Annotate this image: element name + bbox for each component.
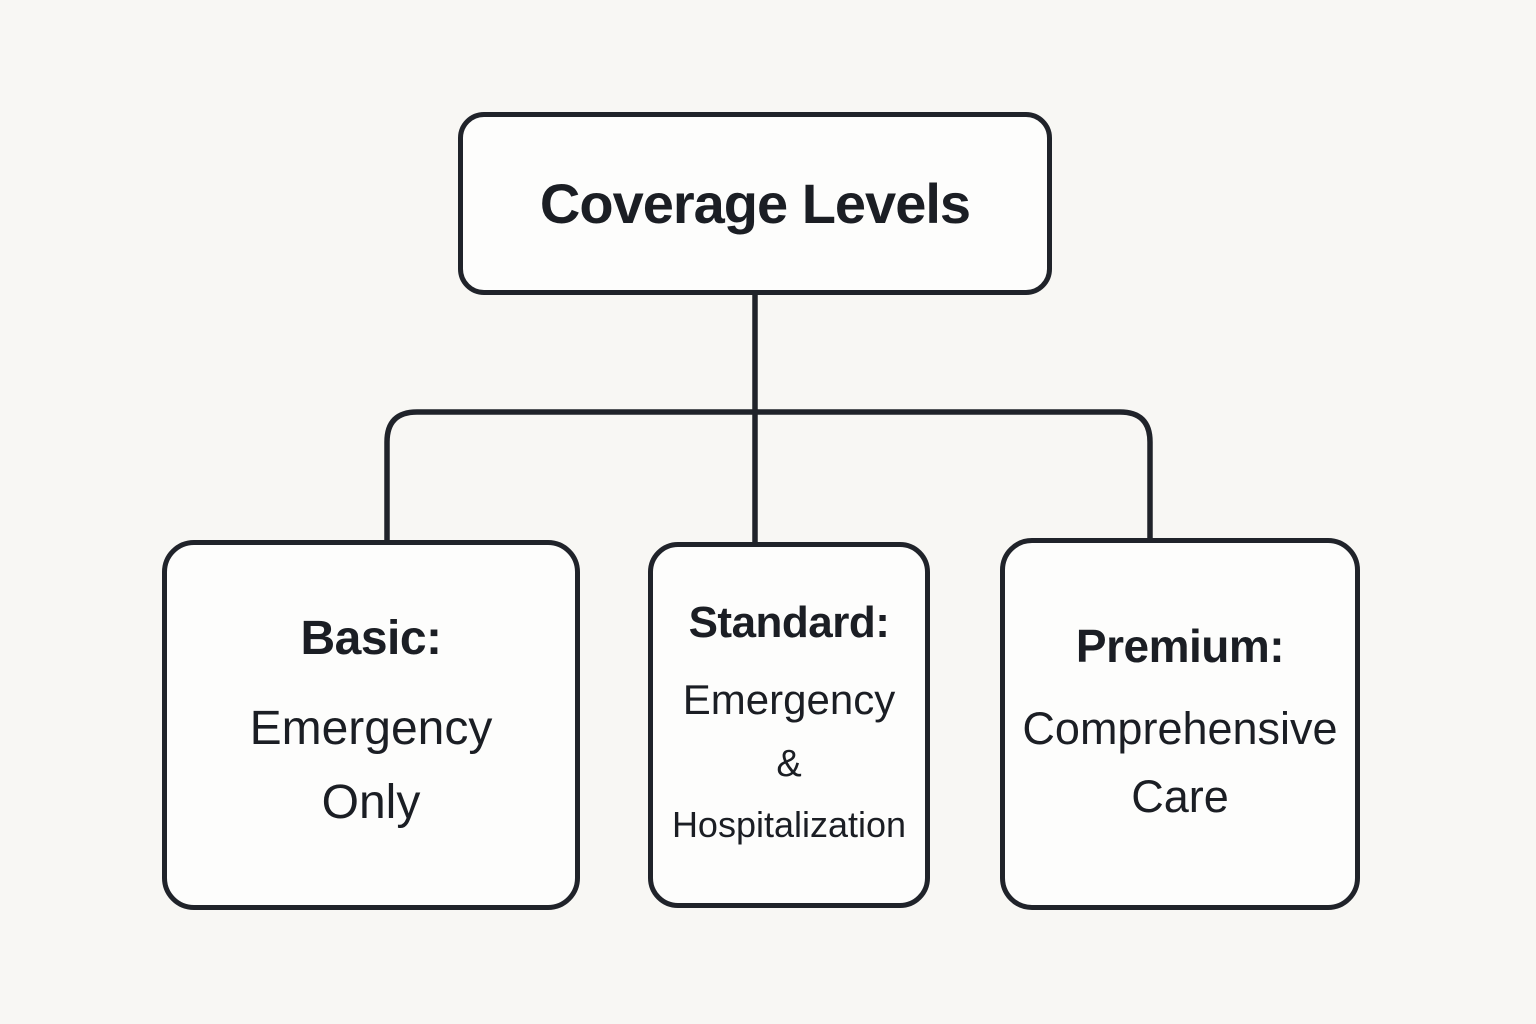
node-coverage-levels: Coverage Levels — [458, 112, 1052, 295]
node-standard-line: Emergency — [682, 676, 896, 723]
node-basic-title: Basic: — [300, 612, 442, 665]
node-premium-title: Premium: — [1075, 620, 1285, 672]
node-premium-line: Comprehensive — [1022, 703, 1338, 754]
connector-branch-rail — [384, 409, 1153, 544]
node-premium-line: Care — [1131, 771, 1229, 822]
node-standard-line: & — [776, 743, 802, 785]
node-standard-line: Hospitalization — [671, 804, 907, 845]
node-standard-title: Standard: — [688, 598, 890, 647]
node-basic-line: Only — [321, 776, 421, 829]
node-basic-line: Emergency — [249, 702, 493, 755]
node-basic: Basic: Emergency Only — [162, 540, 580, 910]
node-standard: Standard: Emergency & Hospitalization — [648, 542, 930, 908]
node-premium: Premium: Comprehensive Care — [1000, 538, 1360, 910]
node-coverage-levels-label: Coverage Levels — [539, 172, 971, 235]
